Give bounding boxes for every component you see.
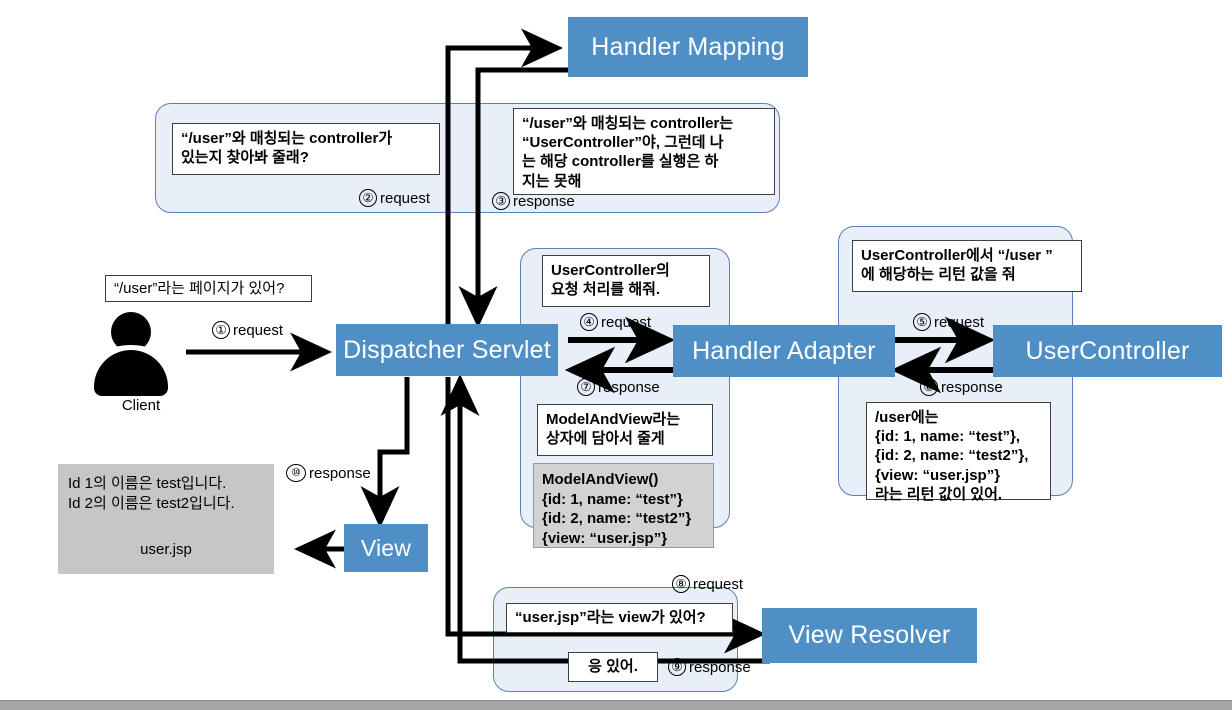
- node-view-resolver[interactable]: View Resolver: [762, 608, 977, 663]
- rendered-page-box: Id 1의 이름은 test입니다. Id 2의 이름은 test2입니다. u…: [58, 464, 274, 574]
- step-9-text: response: [689, 658, 751, 676]
- step-4-label: ④ request: [580, 313, 651, 331]
- footer-bar: [0, 700, 1232, 710]
- step-8-label: ⑧ request: [672, 575, 743, 593]
- note-handler-adapter-request: UserController의 요청 처리를 해줘.: [542, 255, 710, 307]
- step-5-label: ⑤ request: [913, 313, 984, 331]
- step-2-text: request: [380, 189, 431, 207]
- arrow-10-dispatcher-to-view: [360, 377, 410, 529]
- step-1-label: ① request: [212, 321, 283, 339]
- client-request-bubble: “/user”라는 페이지가 있어?: [105, 275, 312, 302]
- step-10-number: ⑩: [286, 464, 306, 482]
- note-handler-adapter-response: ModelAndView라는 상자에 담아서 줄게: [537, 404, 713, 456]
- step-6-text: response: [941, 378, 1003, 396]
- note-handler-mapping-request: “/user”와 매칭되는 controller가 있는지 찾아봐 줄래?: [172, 123, 440, 175]
- node-handler-mapping[interactable]: Handler Mapping: [568, 17, 808, 77]
- step-7-text: response: [598, 378, 660, 396]
- step-7-number: ⑦: [577, 378, 595, 396]
- step-4-number: ④: [580, 313, 598, 331]
- step-10-label: ⑩ response: [286, 464, 371, 482]
- step-5-text: request: [934, 313, 985, 331]
- client-avatar-icon: [88, 312, 174, 396]
- step-2-number: ②: [359, 189, 377, 207]
- note-user-controller-request: UserController에서 “/user ” 에 해당하는 리턴 값을 줘: [852, 240, 1082, 292]
- step-1-number: ①: [212, 321, 230, 339]
- step-8-number: ⑧: [672, 575, 690, 593]
- step-3-label: ③ response: [492, 192, 575, 210]
- step-10-text: response: [309, 464, 371, 482]
- model-and-view-box: ModelAndView() {id: 1, name: “test”} {id…: [533, 463, 714, 548]
- step-6-label: ⑥ response: [920, 378, 1003, 396]
- step-4-text: request: [601, 313, 652, 331]
- step-6-number: ⑥: [920, 378, 938, 396]
- step-1-text: request: [233, 321, 284, 339]
- step-3-number: ③: [492, 192, 510, 210]
- note-handler-mapping-response: “/user”와 매칭되는 controller는 “UserControlle…: [513, 108, 775, 195]
- note-view-resolver-response: 응 있어.: [568, 652, 658, 682]
- step-9-label: ⑨ response: [668, 658, 751, 676]
- rendered-page-filename: user.jsp: [140, 541, 192, 558]
- node-user-controller[interactable]: UserController: [993, 325, 1222, 377]
- step-5-number: ⑤: [913, 313, 931, 331]
- node-dispatcher-servlet[interactable]: Dispatcher Servlet: [336, 324, 558, 376]
- step-7-label: ⑦ response: [577, 378, 660, 396]
- step-8-text: request: [693, 575, 744, 593]
- rendered-page-lines: Id 1의 이름은 test입니다. Id 2의 이름은 test2입니다.: [68, 475, 235, 513]
- note-view-resolver-request: “user.jsp”라는 view가 있어?: [506, 603, 733, 633]
- node-view[interactable]: View: [344, 524, 428, 572]
- note-user-controller-response: /user에는 {id: 1, name: “test”}, {id: 2, n…: [866, 402, 1051, 503]
- client-label: Client: [121, 397, 161, 414]
- step-9-number: ⑨: [668, 658, 686, 676]
- node-handler-adapter[interactable]: Handler Adapter: [673, 325, 895, 377]
- step-3-text: response: [513, 192, 575, 210]
- step-2-label: ② request: [359, 189, 430, 207]
